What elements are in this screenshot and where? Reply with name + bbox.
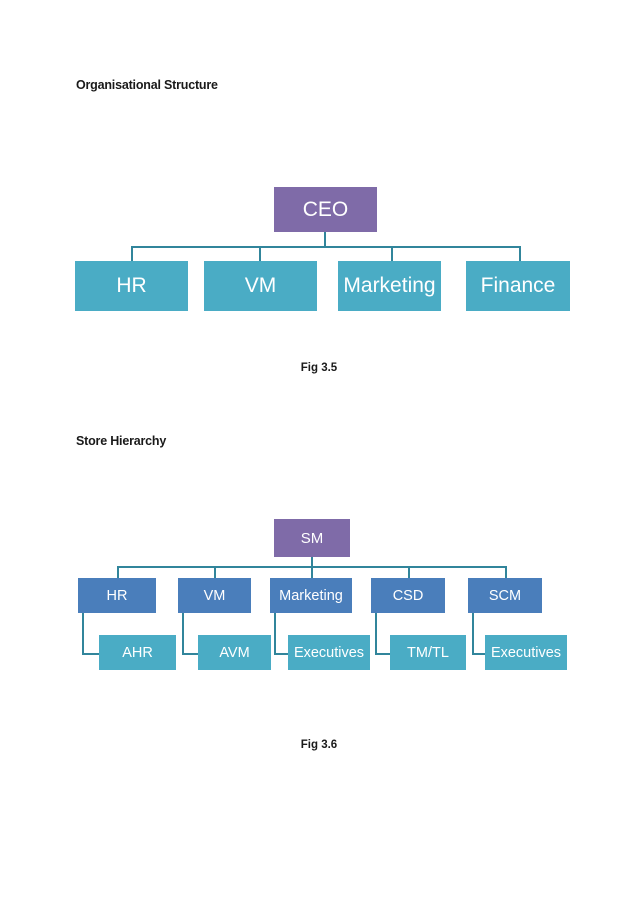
store-node-executives-marketing[interactable]: Executives bbox=[288, 635, 370, 670]
org-node-marketing[interactable]: Marketing bbox=[338, 261, 441, 311]
store-node-tmtl[interactable]: TM/TL bbox=[390, 635, 466, 670]
heading-organisational-structure: Organisational Structure bbox=[76, 78, 218, 92]
connector-stub-store-scm bbox=[505, 566, 507, 578]
store-node-ahr[interactable]: AHR bbox=[99, 635, 176, 670]
connector-elbow-executives-scm bbox=[472, 613, 486, 655]
store-node-marketing[interactable]: Marketing bbox=[270, 578, 352, 613]
connector-elbow-ahr bbox=[82, 613, 100, 655]
connector-stub-store-marketing bbox=[311, 566, 313, 578]
connector-stub-store-vm bbox=[214, 566, 216, 578]
connector-stub-hr bbox=[131, 246, 133, 262]
connector-sm-drop bbox=[311, 557, 313, 567]
heading-store-hierarchy: Store Hierarchy bbox=[76, 434, 167, 448]
org-node-hr[interactable]: HR bbox=[75, 261, 188, 311]
store-node-vm[interactable]: VM bbox=[178, 578, 251, 613]
connector-bus-level1 bbox=[131, 246, 520, 248]
connector-ceo-drop bbox=[324, 232, 326, 247]
store-node-csd[interactable]: CSD bbox=[371, 578, 445, 613]
org-node-finance[interactable]: Finance bbox=[466, 261, 570, 311]
store-node-executives-scm[interactable]: Executives bbox=[485, 635, 567, 670]
connector-stub-finance bbox=[519, 246, 521, 262]
connector-stub-marketing bbox=[391, 246, 393, 262]
store-node-scm[interactable]: SCM bbox=[468, 578, 542, 613]
connector-elbow-executives-marketing bbox=[274, 613, 288, 655]
store-node-avm[interactable]: AVM bbox=[198, 635, 271, 670]
org-node-vm[interactable]: VM bbox=[204, 261, 317, 311]
caption-fig-3-6: Fig 3.6 bbox=[300, 739, 338, 751]
store-node-sm[interactable]: SM bbox=[274, 519, 350, 557]
connector-stub-store-hr bbox=[117, 566, 119, 578]
connector-stub-store-csd bbox=[408, 566, 410, 578]
org-node-ceo[interactable]: CEO bbox=[274, 187, 377, 232]
store-node-hr[interactable]: HR bbox=[78, 578, 156, 613]
connector-elbow-tmtl bbox=[375, 613, 391, 655]
connector-elbow-avm bbox=[182, 613, 199, 655]
connector-stub-vm bbox=[259, 246, 261, 262]
caption-fig-3-5: Fig 3.5 bbox=[300, 362, 338, 374]
